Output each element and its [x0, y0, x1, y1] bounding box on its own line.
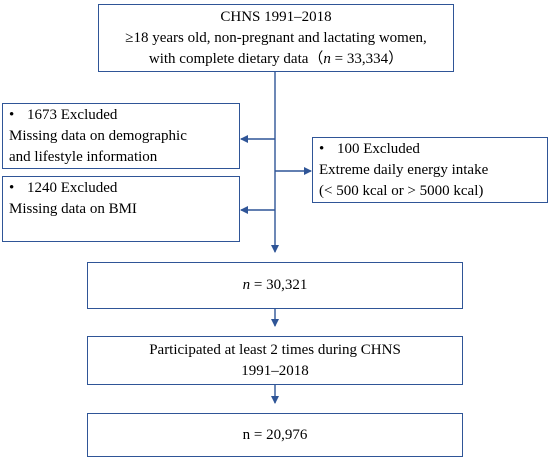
dietary-data-prefix: with complete dietary data（	[148, 50, 324, 67]
energy-exclusion-box: • 100 Excluded Extreme daily energy intak…	[312, 137, 548, 203]
source-title: CHNS 1991–2018	[220, 8, 332, 25]
participation-line-2: 1991–2018	[241, 362, 309, 379]
energy-exclusion-count: 100 Excluded	[337, 141, 420, 157]
post-exclusion-sample-size: n = 30,321	[243, 275, 308, 296]
participation-criteria-box: Participated at least 2 times during CHN…	[87, 336, 463, 385]
bmi-exclusion-reason: Missing data on BMI	[9, 201, 137, 217]
post-exclusion-sample-box: n = 30,321	[87, 262, 463, 309]
n-symbol: n	[242, 277, 251, 293]
n-symbol: n	[323, 50, 331, 67]
demographic-exclusion-reason-1: Missing data on demographic	[9, 128, 187, 144]
inclusion-criteria: ≥18 years old, non-pregnant and lactatin…	[125, 29, 427, 46]
energy-exclusion-reason-2: (< 500 kcal or > 5000 kcal)	[319, 183, 484, 199]
demographic-exclusion-count: 1673 Excluded	[27, 107, 118, 123]
dietary-data-count: = 33,334）	[330, 50, 404, 67]
energy-exclusion-reason-1: Extreme daily energy intake	[319, 162, 489, 178]
bmi-exclusion-box: • 1240 Excluded Missing data on BMI	[2, 176, 240, 242]
energy-exclusion-count-row: • 100 Excluded	[319, 139, 547, 160]
bullet-icon: •	[9, 180, 15, 196]
post-exclusion-count: = 30,321	[250, 277, 308, 293]
participation-line-1: Participated at least 2 times during CHN…	[149, 341, 401, 358]
bullet-icon: •	[9, 107, 15, 123]
source-population-box: CHNS 1991–2018 ≥18 years old, non-pregna…	[98, 4, 454, 72]
dietary-data-line: with complete dietary data（n = 33,334）	[149, 49, 403, 70]
final-sample-size: n = 20,976	[242, 426, 308, 443]
bullet-icon: •	[319, 141, 325, 157]
demographic-exclusion-count-row: • 1673 Excluded	[9, 105, 239, 126]
demographic-exclusion-box: • 1673 Excluded Missing data on demograph…	[2, 103, 240, 169]
bmi-exclusion-count-row: • 1240 Excluded	[9, 178, 239, 199]
bmi-exclusion-count: 1240 Excluded	[27, 180, 118, 196]
demographic-exclusion-reason-2: and lifestyle information	[9, 149, 158, 165]
final-sample-box: n = 20,976	[87, 413, 463, 457]
